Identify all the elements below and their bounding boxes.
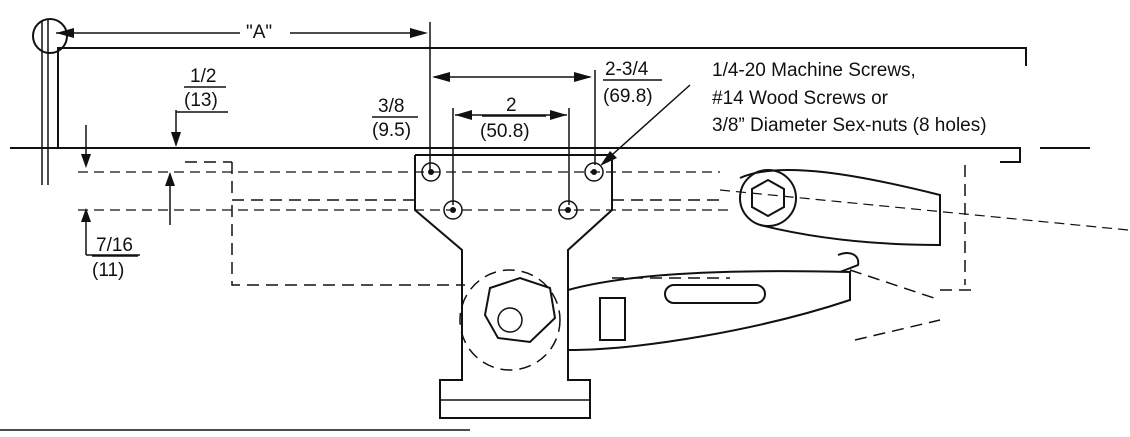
handle-assembly [459, 168, 941, 371]
screw-holes [421, 162, 604, 220]
callout-line3: 3/8” Diameter Sex-nuts (8 holes) [712, 115, 987, 136]
mounting-board [10, 47, 1090, 163]
reference-point [32, 18, 68, 185]
dimension-vertical-left: 7/16 (11) [81, 125, 175, 281]
callout-line2: #14 Wood Screws or [712, 88, 889, 109]
dimension-two-three-quarter-mm: (69.8) [603, 86, 653, 107]
callout-line1: 1/4-20 Machine Screws, [712, 60, 916, 81]
screw-hole-4 [558, 200, 578, 220]
dimension-half: 1/2 (13) [171, 66, 228, 147]
dimension-a-label: "A" [246, 22, 272, 43]
dimension-two-mm: (50.8) [480, 121, 530, 142]
screw-hole-1 [421, 162, 441, 182]
dimension-seven-sixteenths-in: 7/16 [96, 235, 133, 256]
dimension-three-eighths-mm: (9.5) [372, 120, 411, 141]
dimension-half-in: 1/2 [190, 66, 216, 87]
centerline-slant [719, 189, 1129, 231]
dimension-three-eighths: 3/8 (9.5) [372, 96, 418, 141]
mounting-bracket [414, 154, 613, 419]
screw-callout: 1/4-20 Machine Screws, #14 Wood Screws o… [600, 60, 987, 166]
screw-hole-2 [584, 162, 604, 182]
dimension-seven-sixteenths-mm: (11) [92, 260, 124, 281]
dimension-two-three-quarter-in: 2-3/4 [605, 59, 649, 80]
dimension-two-three-quarter: 2-3/4 (69.8) [432, 59, 662, 165]
cylinder-body [185, 161, 975, 291]
dimension-two: 2 (50.8) [452, 95, 570, 205]
dimension-three-eighths-in: 3/8 [378, 96, 404, 117]
dimension-half-mm: (13) [184, 90, 218, 111]
dimension-a: "A" [56, 22, 431, 170]
screw-hole-3 [443, 200, 463, 220]
dimension-two-in: 2 [506, 95, 517, 116]
